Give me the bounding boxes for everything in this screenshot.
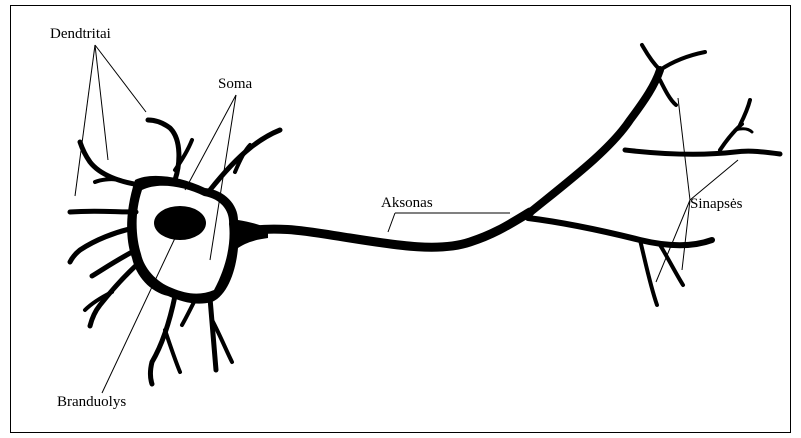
axon-terminal-lower2 <box>640 240 657 305</box>
axon-terminal-mid4 <box>735 129 752 132</box>
dendrite-bottom2 <box>210 298 216 370</box>
leader-dendritai-3 <box>95 45 146 112</box>
axon <box>240 212 530 247</box>
label-aksonas: Aksonas <box>381 196 433 211</box>
axon-terminal-upper <box>642 45 660 70</box>
leader-sinapses-1 <box>678 98 690 200</box>
axon-terminal-lower <box>528 218 712 245</box>
leader-aksonas-tick <box>388 213 395 232</box>
label-soma: Soma <box>218 77 252 92</box>
axon-terminal-upper2 <box>660 52 705 70</box>
label-dendritai: Dendtritai <box>50 27 111 42</box>
axon-terminal-mid3 <box>740 100 750 125</box>
leader-dendritai-1 <box>75 45 95 196</box>
dendrite-upper-right <box>210 130 280 190</box>
label-sinapses: Sinapsės <box>690 197 743 212</box>
axon-terminal-mid <box>625 150 780 154</box>
leader-dendritai-2 <box>95 45 108 160</box>
nucleus <box>154 206 206 240</box>
axon-terminal-trunk <box>528 70 660 214</box>
dendrite-bottom1b <box>165 330 180 372</box>
leader-sinapses-2 <box>690 160 738 200</box>
dendrite-bottom1 <box>151 296 176 384</box>
dendrite-bottom3 <box>182 300 195 325</box>
axon-terminal-upper3 <box>660 80 676 105</box>
label-branduolys: Branduolys <box>57 395 126 410</box>
neuron-illustration <box>70 45 780 384</box>
dendrite-left1 <box>70 211 136 212</box>
